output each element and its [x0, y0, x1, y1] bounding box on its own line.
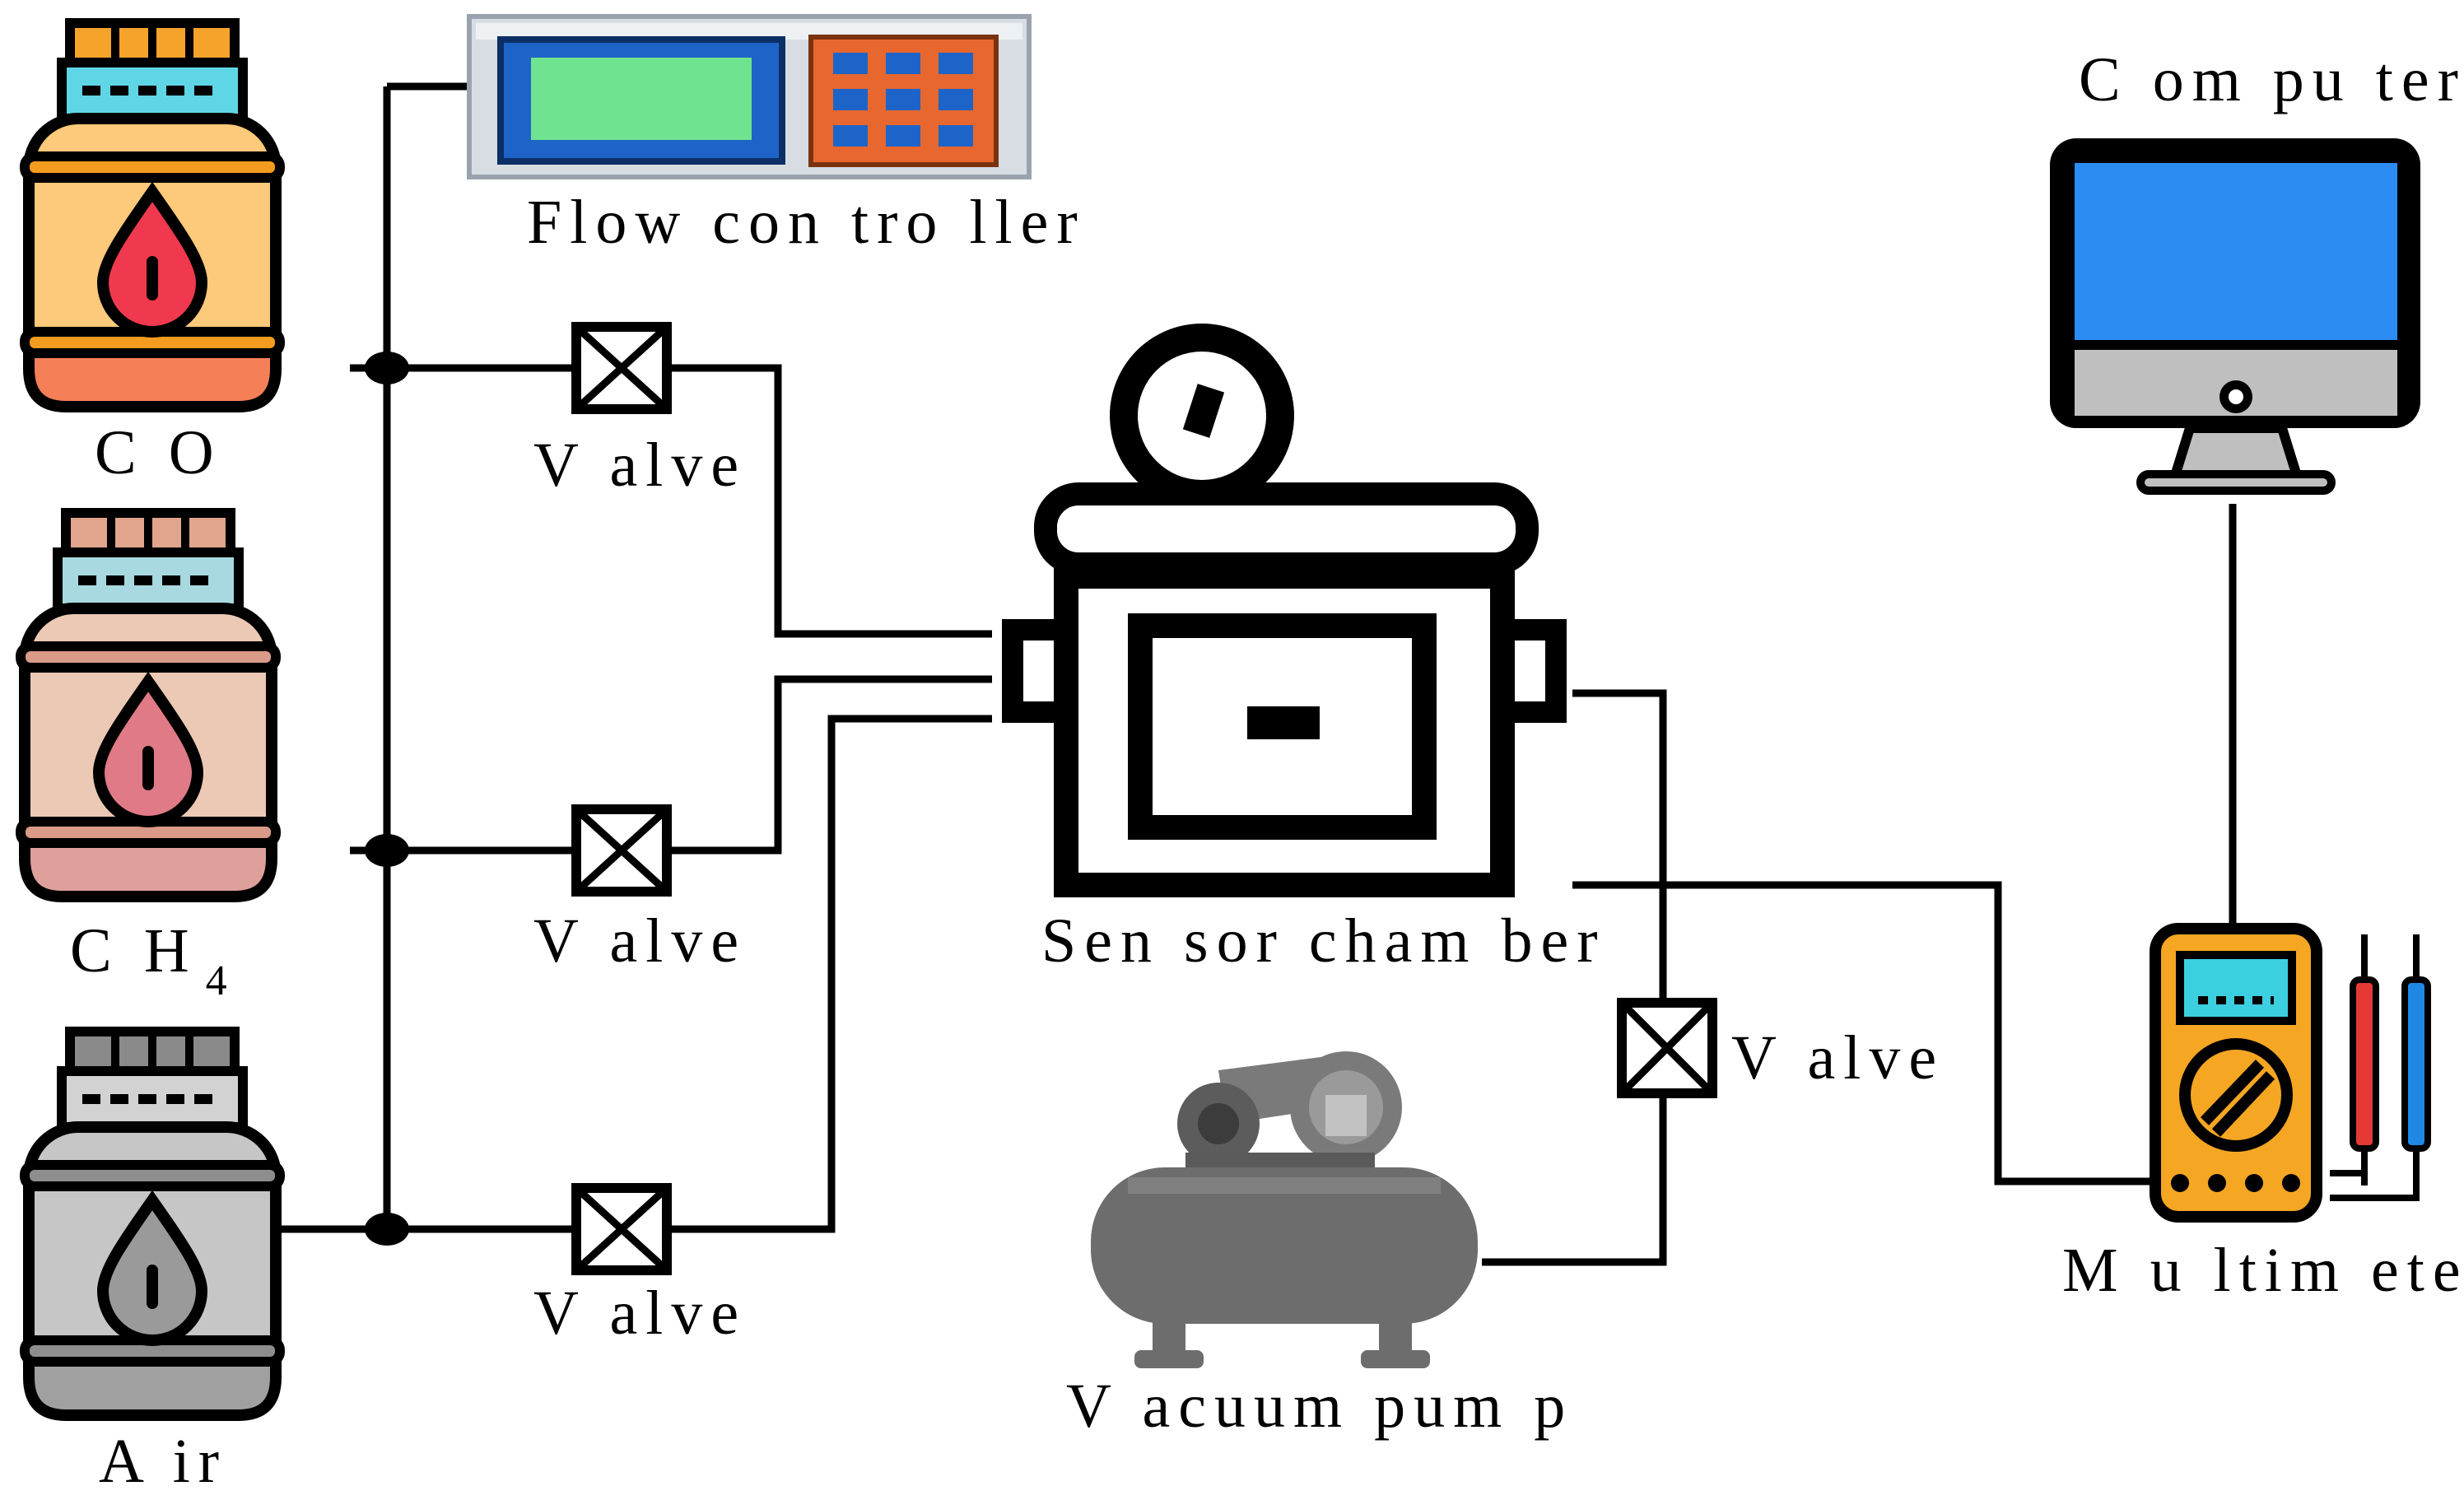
valve-icon [1617, 998, 1717, 1098]
valve-icon [571, 1183, 672, 1275]
computer-label: C om pu ter [2079, 45, 2464, 114]
air-label: A ir [99, 1427, 227, 1496]
vacuum-pump-label: V acuum pum p [1066, 1372, 1573, 1441]
chamber-to-valve-line [1572, 689, 1667, 1003]
valve-icon [571, 804, 672, 897]
ch4-cylinder-icon [16, 508, 281, 902]
multimeter-label: M u ltim eter [2062, 1236, 2464, 1305]
junction-dot [365, 1213, 409, 1246]
co-label: C O [95, 418, 222, 487]
flow-controller-icon [467, 14, 1032, 179]
valve-to-pump-line [1482, 1093, 1667, 1266]
sensor-chamber-icon [1002, 324, 1567, 897]
chamber-to-multimeter-line [1572, 881, 2180, 1186]
connection-lines [251, 82, 2237, 1266]
flow-controller-label: Flow con tro ller [527, 188, 1086, 257]
junction-dot [365, 352, 409, 384]
valve-label: V alve [533, 431, 747, 500]
valve-label: V alve [533, 906, 747, 976]
valve-icon [571, 322, 672, 414]
vacuum-pump-icon [1091, 1051, 1478, 1368]
valve-label: V alve [1731, 1023, 1945, 1092]
air-valve-to-chamber-line [667, 715, 992, 1233]
sensor-chamber-label: Sen sor cham ber [1041, 906, 1606, 976]
co-cylinder-icon [20, 18, 285, 412]
ch4-label-main: C H [70, 916, 198, 985]
co-valve-to-chamber-line [667, 364, 992, 638]
multimeter-icon [2150, 923, 2431, 1223]
ch4-label-subscript: 4 [206, 957, 235, 1004]
air-cylinder-icon [20, 1027, 285, 1421]
computer-icon [2050, 138, 2420, 495]
junction-dot [365, 834, 409, 867]
ch4-valve-to-chamber-line [667, 675, 992, 855]
valve-label: V alve [533, 1279, 747, 1348]
